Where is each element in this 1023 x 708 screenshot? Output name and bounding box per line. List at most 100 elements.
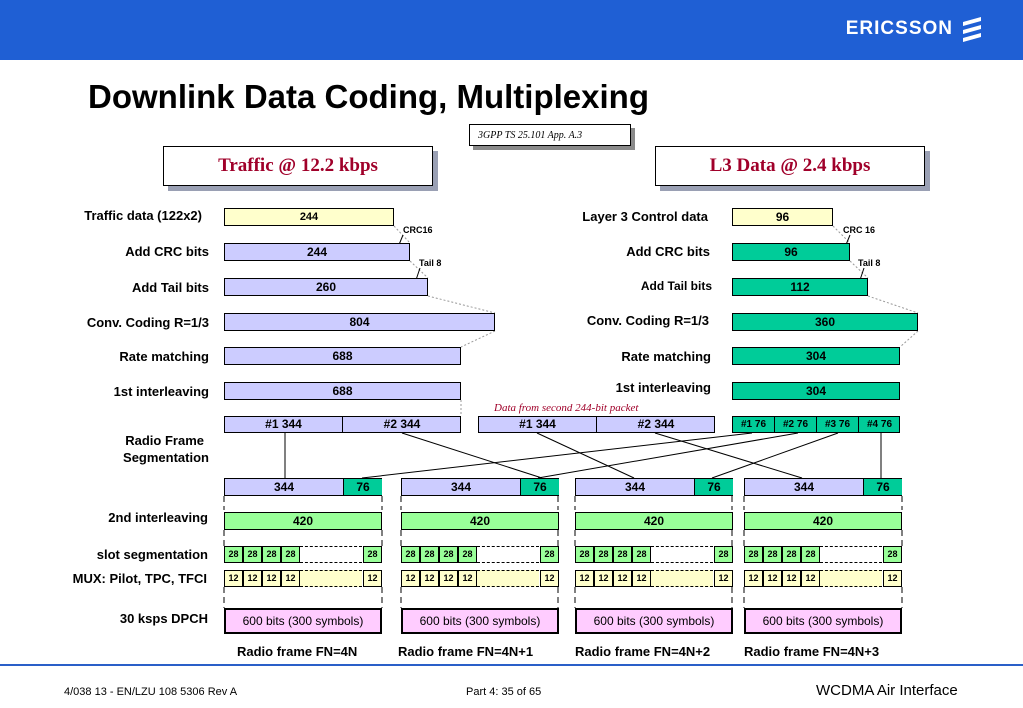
frame-traffic-cell: 344 — [225, 479, 344, 495]
label-rate-matching: Rate matching — [119, 349, 209, 364]
footer-rule — [0, 664, 1023, 666]
segment-row-l3: #1 76 #2 76 #3 76 #4 76 — [732, 416, 900, 433]
slot-cell: 28 — [632, 546, 651, 563]
frame-l3-cell: 76 — [344, 479, 382, 495]
slot-cell: 28 — [401, 546, 420, 563]
l3-interleave-box: 304 — [732, 382, 900, 400]
label-l3-rate-matching: Rate matching — [621, 349, 711, 364]
slot-cell: 28 — [262, 546, 281, 563]
frame-interleave-box: 420 — [401, 512, 559, 530]
l3-crc-box: 96 — [732, 243, 850, 261]
mux-cell: 12 — [540, 570, 559, 587]
label-mux: MUX: Pilot, TPC, TFCI — [72, 571, 207, 586]
slot-cell: 28 — [883, 546, 902, 563]
tail8-annotation: Tail 8 — [419, 258, 442, 268]
mux-gap — [477, 570, 539, 587]
mux-cell: 12 — [243, 570, 262, 587]
mux-cell: 12 — [594, 570, 613, 587]
mux-cell: 12 — [224, 570, 243, 587]
page-title: Downlink Data Coding, Multiplexing — [88, 78, 649, 115]
mux-cell: 12 — [262, 570, 281, 587]
reference-box: 3GPP TS 25.101 App. A.3 — [469, 124, 631, 146]
label-l3-conv-coding: Conv. Coding R=1/3 — [586, 313, 709, 328]
brand-name: ERICSSON — [845, 18, 953, 39]
second-packet-note: Data from second 244-bit packet — [494, 402, 639, 414]
mux-cell: 12 — [763, 570, 782, 587]
frame-data-row: 344 76 — [575, 478, 733, 496]
slot-gap — [300, 546, 362, 563]
slot-gap — [477, 546, 539, 563]
mux-cell: 12 — [632, 570, 651, 587]
label-1st-interleaving: 1st interleaving — [113, 384, 209, 399]
footer-title: WCDMA Air Interface — [816, 682, 958, 699]
label-add-crc: Add CRC bits — [125, 244, 209, 259]
slot-cell: 28 — [744, 546, 763, 563]
slot-cell: 28 — [714, 546, 733, 563]
frame-data-row: 344 76 — [401, 478, 559, 496]
label-2nd-interleaving: 2nd interleaving — [108, 510, 208, 525]
l3-header: L3 Data @ 2.4 kbps — [655, 146, 925, 186]
frame-l3-cell: 76 — [521, 479, 559, 495]
frame-traffic-cell: 344 — [745, 479, 864, 495]
label-segmentation: Segmentation — [123, 450, 209, 465]
traffic-crc-box: 244 — [224, 243, 410, 261]
traffic-rate-box: 688 — [224, 347, 461, 365]
label-radio-frame: Radio Frame — [125, 433, 204, 448]
segment-cell: #2 344 — [383, 417, 421, 431]
traffic-data-box: 244 — [224, 208, 394, 226]
slot-cell: 28 — [363, 546, 382, 563]
segment-cell: #1 344 — [479, 417, 597, 432]
segment-cell: #1 344 — [225, 417, 343, 432]
slot-cell: 28 — [801, 546, 820, 563]
mux-cell: 12 — [458, 570, 477, 587]
segment-cell: #1 76 — [733, 417, 775, 432]
crc16-annotation: CRC16 — [403, 225, 433, 235]
slot-gap — [820, 546, 882, 563]
dpch-box: 600 bits (300 symbols) — [575, 608, 733, 634]
label-l3-add-crc: Add CRC bits — [626, 244, 710, 259]
traffic-interleave-box: 688 — [224, 382, 461, 400]
frame-traffic-cell: 344 — [576, 479, 695, 495]
frame-l3-cell: 76 — [695, 479, 733, 495]
l3-rate-box: 304 — [732, 347, 900, 365]
slot-cell: 28 — [458, 546, 477, 563]
slot-cell: 28 — [575, 546, 594, 563]
traffic-header: Traffic @ 12.2 kbps — [163, 146, 433, 186]
slot-cell: 28 — [540, 546, 559, 563]
slot-cell: 28 — [782, 546, 801, 563]
segment-row-mid: #1 344 #2 344 — [478, 416, 715, 433]
segment-cell: #3 76 — [817, 417, 859, 432]
mux-cell: 12 — [714, 570, 733, 587]
slot-cell: 28 — [224, 546, 243, 563]
traffic-conv-box: 804 — [224, 313, 495, 331]
mux-gap — [300, 570, 362, 587]
top-banner — [0, 0, 1023, 60]
l3-data-box: 96 — [732, 208, 833, 226]
label-conv-coding: Conv. Coding R=1/3 — [86, 315, 209, 330]
slot-cell: 28 — [243, 546, 262, 563]
slot-gap — [651, 546, 713, 563]
label-slot-segmentation: slot segmentation — [96, 547, 208, 562]
label-traffic-data: Traffic data (122x2) — [84, 208, 202, 223]
label-l3-add-tail: Add Tail bits — [640, 279, 712, 293]
frame-l3-cell: 76 — [864, 479, 902, 495]
mux-cell: 12 — [613, 570, 632, 587]
frame-caption: Radio frame FN=4N+3 — [744, 644, 880, 659]
label-l3-control: Layer 3 Control data — [582, 209, 708, 224]
mux-cell: 12 — [439, 570, 458, 587]
mux-cell: 12 — [281, 570, 300, 587]
slot-cell: 28 — [439, 546, 458, 563]
slot-cell: 28 — [281, 546, 300, 563]
frame-traffic-cell: 344 — [402, 479, 521, 495]
segment-cell: #4 76 — [866, 419, 893, 430]
mux-cell: 12 — [363, 570, 382, 587]
mux-cell: 12 — [883, 570, 902, 587]
frame-interleave-box: 420 — [224, 512, 382, 530]
l3-tail-box: 112 — [732, 278, 868, 296]
